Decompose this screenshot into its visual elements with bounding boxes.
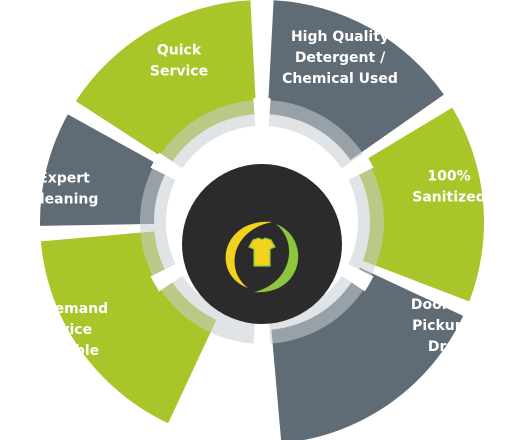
segment-label-line: Pickup & bbox=[412, 318, 482, 334]
gear-tooth-gap bbox=[339, 263, 374, 292]
laundry-hands-tshirt-icon bbox=[225, 221, 299, 293]
gear-tooth-gap bbox=[339, 152, 374, 181]
center-hub bbox=[182, 164, 342, 324]
segment-label-line: Quick bbox=[157, 43, 202, 59]
logo-yellow-hand bbox=[225, 221, 272, 288]
segment-sanitized bbox=[354, 107, 484, 302]
gear-tooth-gap bbox=[150, 152, 185, 181]
segment-label-line: Doorstep bbox=[411, 297, 483, 313]
tshirt-icon bbox=[248, 237, 276, 267]
segment-label-line: High Quality bbox=[291, 29, 389, 45]
segment-label-line: Sanitized bbox=[412, 190, 485, 206]
segment-label-line: Drop bbox=[428, 339, 466, 355]
segment-label-line: Cleaning bbox=[30, 192, 99, 208]
segment-label-line: Expert bbox=[38, 171, 90, 187]
segment-label-line: Chemical Used bbox=[282, 71, 398, 87]
segment-label-line: 100% bbox=[427, 169, 470, 185]
logo-green-hand bbox=[254, 224, 299, 293]
segment-doorstep-pickup bbox=[271, 267, 464, 440]
segment-expert-cleaning bbox=[40, 114, 168, 226]
segment-label-line: Service bbox=[34, 322, 92, 338]
segment-label-sanitized: 100% Sanitized bbox=[412, 169, 485, 206]
segment-label-line: Detergent / bbox=[295, 50, 386, 66]
gear-tooth-gap bbox=[150, 263, 185, 292]
segment-label-line: On demand bbox=[18, 301, 108, 317]
gear-tooth-gap bbox=[253, 98, 271, 129]
segment-label-line: Available bbox=[27, 343, 99, 359]
segment-label-line: Service bbox=[150, 64, 208, 80]
segment-on-demand-service bbox=[40, 231, 217, 424]
